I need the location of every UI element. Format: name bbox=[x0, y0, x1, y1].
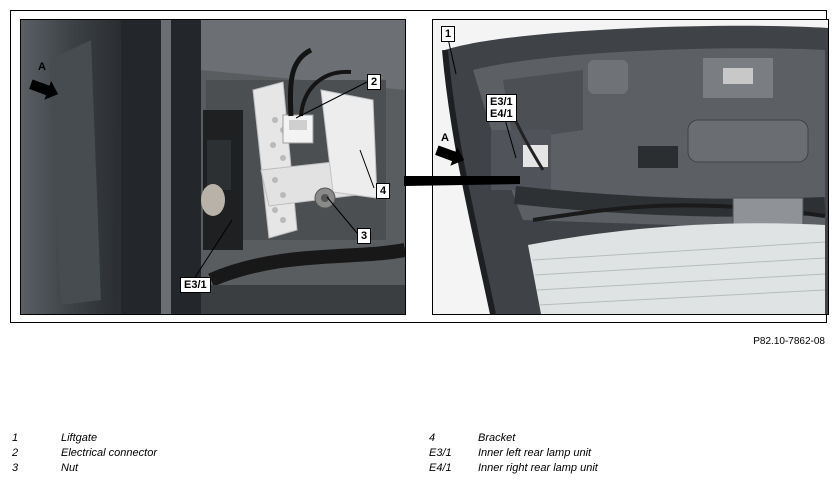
label-liftgate: 1 bbox=[441, 26, 456, 42]
legend-key: 3 bbox=[12, 462, 19, 474]
legend-key: 2 bbox=[12, 447, 19, 459]
legend-row: 1 Liftgate bbox=[12, 431, 157, 446]
legend-left: 1 Liftgate 2 Electrical connector 3 Nut bbox=[12, 431, 157, 476]
figure-reference-code: P82.10-7862-08 bbox=[753, 336, 825, 347]
label-nut: 3 bbox=[357, 228, 372, 244]
legend-text: Nut bbox=[61, 462, 79, 474]
liftgate-photo-drawing bbox=[433, 20, 828, 314]
label-electrical-connector: 2 bbox=[367, 74, 382, 90]
label-lamp-e3-1: E3/1 bbox=[490, 96, 513, 108]
label-lamp-units: E3/1 E4/1 bbox=[486, 94, 517, 122]
closeup-photo bbox=[20, 19, 406, 315]
label-lamp-unit-e3-1: E3/1 bbox=[180, 277, 211, 293]
legend-row: 2 Electrical connector bbox=[12, 446, 157, 461]
label-view-a-left: A bbox=[38, 61, 46, 73]
legend-key: E3/1 bbox=[429, 447, 452, 459]
liftgate-photo bbox=[432, 19, 829, 315]
legend-text: Liftgate bbox=[61, 432, 98, 444]
legend-text: Electrical connector bbox=[61, 447, 157, 459]
closeup-photo-drawing bbox=[21, 20, 405, 314]
legend-row: 4 Bracket bbox=[429, 431, 598, 446]
label-bracket: 4 bbox=[376, 183, 391, 199]
legend-row: E3/1 Inner left rear lamp unit bbox=[429, 446, 598, 461]
legend-key: 4 bbox=[429, 432, 436, 444]
legend-text: Inner right rear lamp unit bbox=[478, 462, 598, 474]
legend-key: E4/1 bbox=[429, 462, 452, 474]
legend-row: E4/1 Inner right rear lamp unit bbox=[429, 461, 598, 476]
legend-text: Inner left rear lamp unit bbox=[478, 447, 592, 459]
label-lamp-e4-1: E4/1 bbox=[490, 108, 513, 120]
label-view-a-right: A bbox=[441, 132, 449, 144]
legend-row: 3 Nut bbox=[12, 461, 157, 476]
legend-right: 4 Bracket E3/1 Inner left rear lamp unit… bbox=[429, 431, 598, 476]
legend-text: Bracket bbox=[478, 432, 516, 444]
legend-key: 1 bbox=[12, 432, 19, 444]
